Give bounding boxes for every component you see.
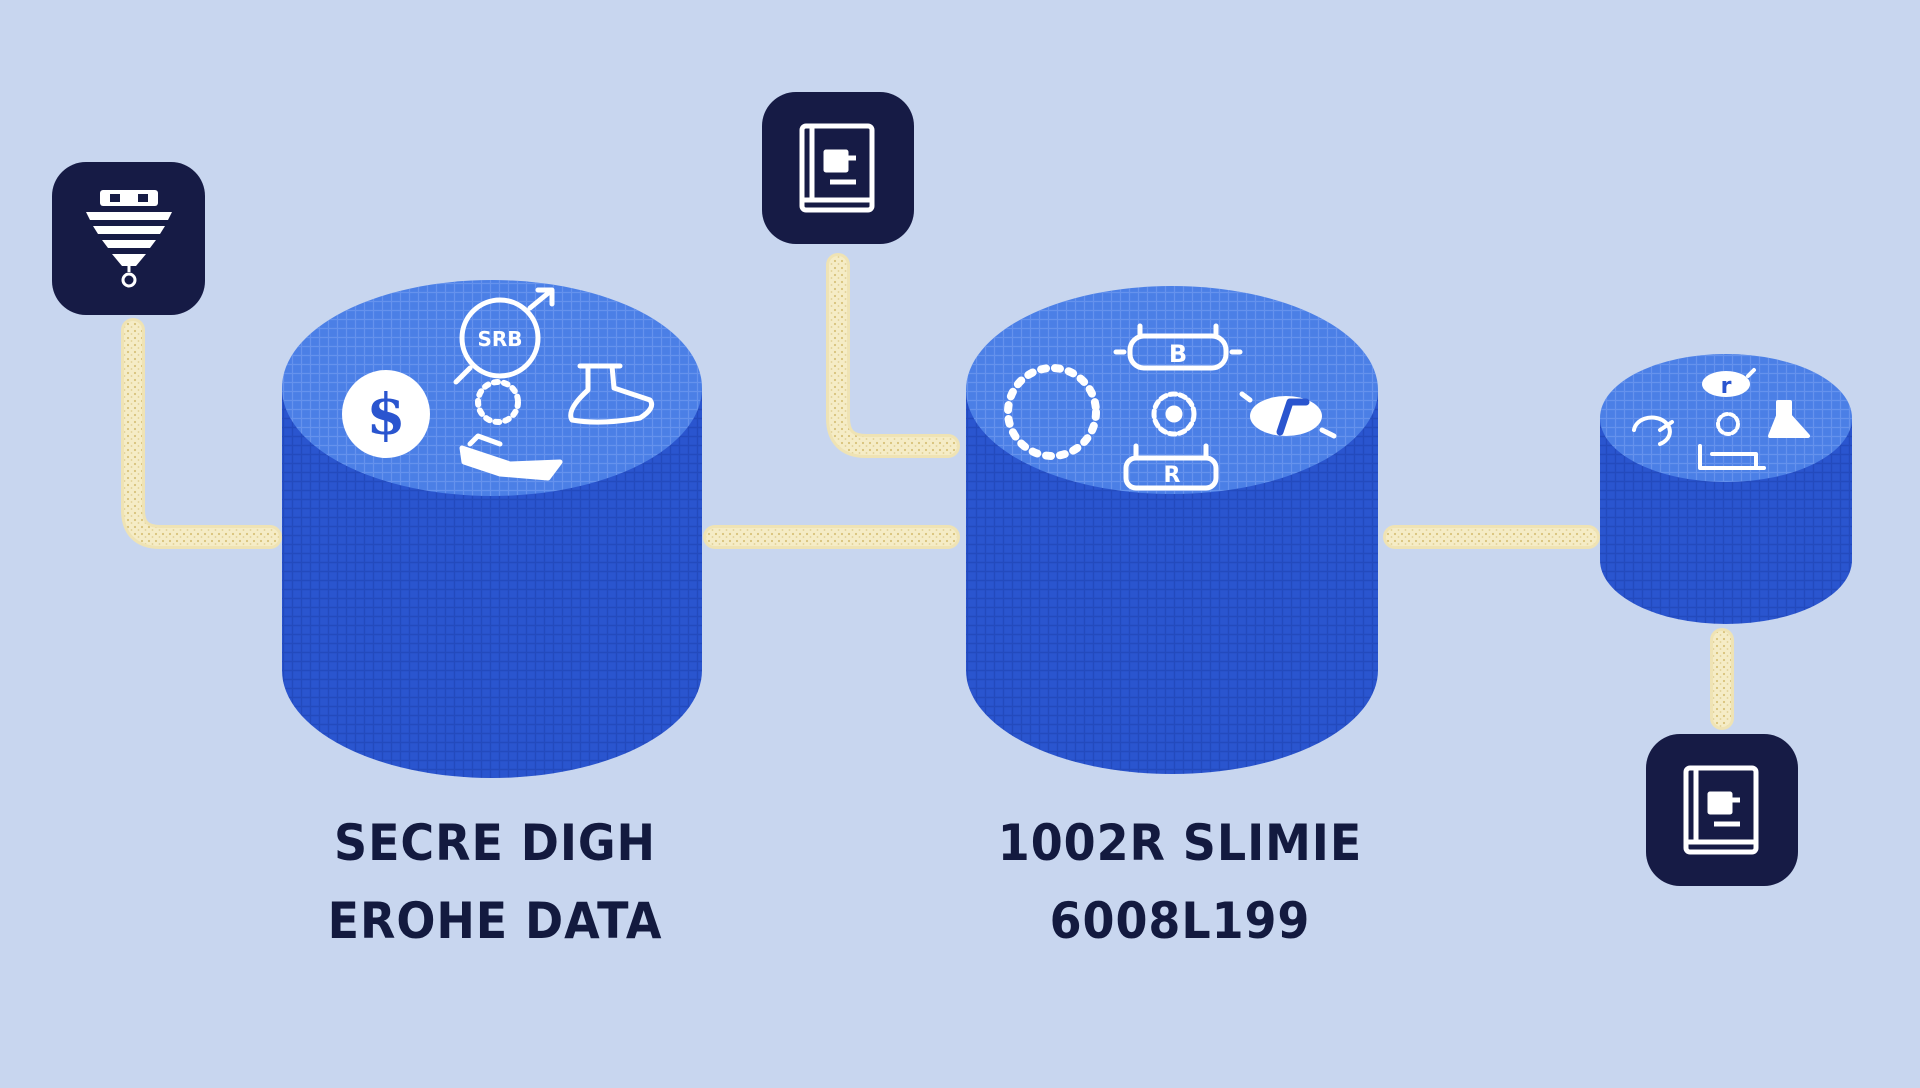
svg-text:B: B xyxy=(1169,340,1187,368)
gender-ring-icon: SRB xyxy=(453,287,555,385)
dotted-ring-icon xyxy=(475,379,521,425)
database-cylinder-1: $ SRB xyxy=(282,280,702,778)
dollar-coin-icon: $ xyxy=(342,370,430,458)
database-2-label-line-1: 1002R SLIMIE xyxy=(997,814,1363,872)
svg-text:$: $ xyxy=(367,382,406,448)
handshake-icon xyxy=(459,433,563,481)
database-1-label: SECRE DIGH EROHE DATA xyxy=(288,804,702,960)
connectors xyxy=(121,253,1734,730)
pipe-r-icon: R xyxy=(1123,443,1219,491)
book-tile-top[interactable] xyxy=(762,92,914,244)
svg-text:R: R xyxy=(1164,463,1181,488)
database-cylinder-2: B R xyxy=(966,286,1378,774)
arrow-badge-icon xyxy=(1239,391,1337,439)
book-icon xyxy=(1683,765,1759,855)
database-1-label-line-2: EROHE DATA xyxy=(327,892,663,950)
database-1-label-line-1: SECRE DIGH xyxy=(334,814,656,872)
svg-text:SRB: SRB xyxy=(477,327,522,351)
cylinder-2-top-icons: B R xyxy=(1004,323,1337,491)
flask-icon xyxy=(1768,400,1810,438)
cylinder-1-top-icons: $ SRB xyxy=(342,287,655,481)
gear-icon xyxy=(1151,391,1197,437)
bed-icon xyxy=(1698,444,1766,470)
connector-book-to-db2 xyxy=(826,253,960,458)
funnel-tile[interactable] xyxy=(52,162,205,315)
book-icon xyxy=(799,123,875,213)
book-tile-bottom[interactable] xyxy=(1646,734,1798,886)
svg-text:r: r xyxy=(1721,374,1732,399)
funnel-icon xyxy=(86,190,172,288)
cycle-arrows-icon xyxy=(1632,415,1674,446)
database-cylinder-3: r xyxy=(1600,354,1852,624)
connector-funnel-to-db1 xyxy=(121,318,282,549)
flask-icon xyxy=(568,363,655,425)
database-2-label-line-2: 6008L199 xyxy=(1049,892,1311,950)
gear-icon xyxy=(1716,412,1740,436)
cylinder-3-top-icons: r xyxy=(1632,368,1810,470)
dotted-ring-icon xyxy=(1004,364,1100,460)
badge-r-icon: r xyxy=(1702,368,1756,399)
pipe-b-icon: B xyxy=(1113,323,1243,371)
database-2-label: 1002R SLIMIE 6008L199 xyxy=(978,804,1383,960)
